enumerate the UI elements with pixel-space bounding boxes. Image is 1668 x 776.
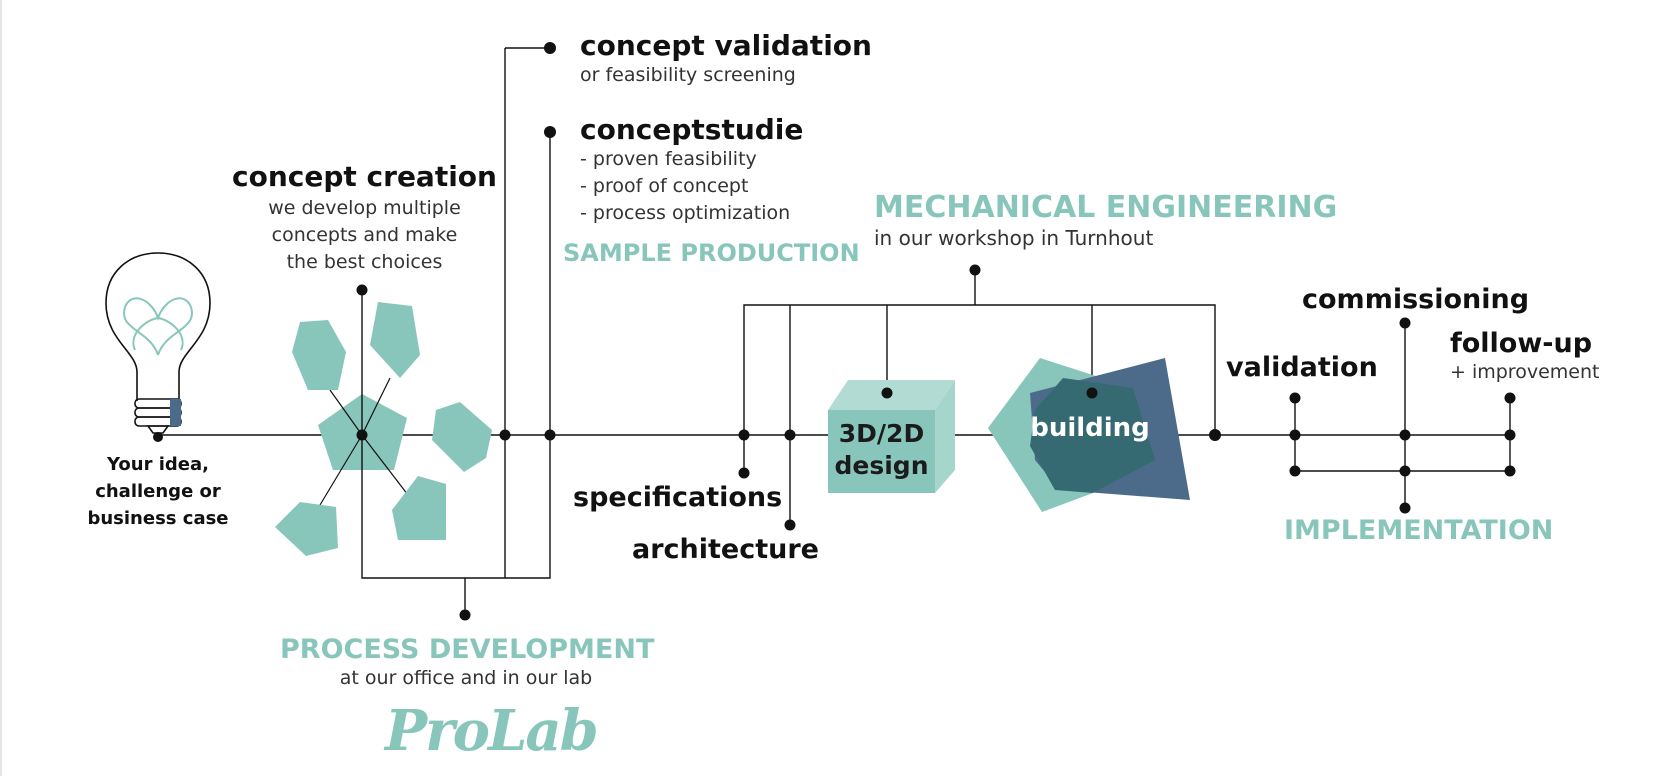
concept-creation-block: concept creation we develop multiple con…	[232, 160, 497, 276]
conceptstudie-block: conceptstudie - proven feasibility - pro…	[580, 113, 803, 227]
follow-up-subtitle: + improvement	[1450, 361, 1600, 383]
commissioning-label: commissioning	[1302, 284, 1530, 315]
lightbulb-icon	[105, 252, 211, 434]
implementation-dots	[1289, 317, 1516, 514]
concept-creation-line: we develop multiple	[268, 197, 461, 219]
idea-line: challenge or	[95, 481, 221, 502]
conceptstudie-title: conceptstudie	[580, 113, 804, 146]
process-development-subtitle: at our office and in our lab	[339, 667, 593, 689]
concept-validation-title: concept validation	[580, 29, 872, 62]
left-border	[0, 0, 2, 776]
process-development-title: PROCESS DEVELOPMENT	[280, 634, 655, 665]
validation-label: validation	[1226, 352, 1378, 383]
implementation-label: IMPLEMENTATION	[1284, 515, 1554, 546]
prolab-logo: ProLab	[385, 698, 599, 764]
mechanical-engineering-block: MECHANICAL ENGINEERING in our workshop i…	[874, 190, 1337, 252]
concept-creation-title: concept creation	[232, 160, 497, 193]
process-connectors	[361, 47, 551, 615]
connector-dots	[153, 42, 556, 621]
conceptstudie-item: - proof of concept	[580, 175, 749, 197]
conceptstudie-item: - process optimization	[580, 202, 791, 224]
concept-creation-line: the best choices	[286, 251, 443, 273]
concept-creation-line: concepts and make	[271, 224, 458, 246]
sample-production-label: SAMPLE PRODUCTION	[563, 239, 860, 267]
specifications-label: specifications	[573, 482, 783, 513]
follow-up-title: follow-up	[1450, 328, 1593, 359]
architecture-label: architecture	[632, 534, 819, 565]
concept-validation-block: concept validation or feasibility screen…	[580, 29, 872, 89]
concept-validation-subtitle: or feasibility screening	[580, 64, 796, 86]
process-development-block: PROCESS DEVELOPMENT at our office and in…	[280, 634, 655, 692]
conceptstudie-item: - proven feasibility	[580, 148, 757, 170]
building-label: building	[1030, 413, 1150, 443]
follow-up-block: follow-up + improvement	[1450, 328, 1599, 386]
design-line: 3D/2D	[838, 419, 925, 448]
mechanical-engineering-title: MECHANICAL ENGINEERING	[874, 190, 1338, 225]
concept-shapes	[275, 290, 492, 556]
design-label: 3D/2D design	[828, 418, 935, 482]
design-line: design	[834, 451, 929, 480]
design-cube	[828, 380, 955, 493]
building-shapes	[988, 358, 1190, 512]
mechanical-engineering-subtitle: in our workshop in Turnhout	[874, 226, 1154, 250]
idea-line: Your idea,	[107, 454, 209, 475]
idea-line: business case	[87, 508, 229, 529]
idea-label: Your idea, challenge or business case	[80, 451, 236, 532]
engineering-dots	[738, 264, 1221, 531]
